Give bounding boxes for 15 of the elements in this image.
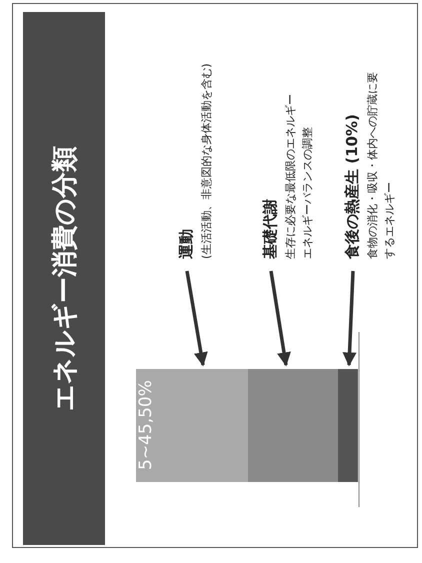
bar-segment — [248, 369, 338, 482]
description-text: 食物の消化・吸収・体内への貯蔵に要するエネルギー — [365, 71, 396, 259]
category-heading: 基礎代謝 — [261, 198, 280, 259]
arrow — [269, 270, 291, 366]
bar-segment — [136, 369, 248, 482]
category-heading: 運動 — [177, 228, 196, 259]
description-text: 生存に必要な最低限のエネルギー — [283, 93, 298, 259]
arrow — [342, 270, 357, 366]
category-heading: 食後の熱産生 (10%) — [343, 113, 362, 259]
description-text: (生活活動、非意図的な身体活動を含む) — [199, 62, 214, 259]
description-text: エネルギーバランスの調整 — [300, 126, 314, 259]
bar-segment — [338, 369, 358, 482]
arrow — [185, 270, 208, 366]
percentage-label: 5~45,50% — [136, 380, 156, 470]
title-text: エネルギー消費の分類 — [48, 146, 80, 411]
